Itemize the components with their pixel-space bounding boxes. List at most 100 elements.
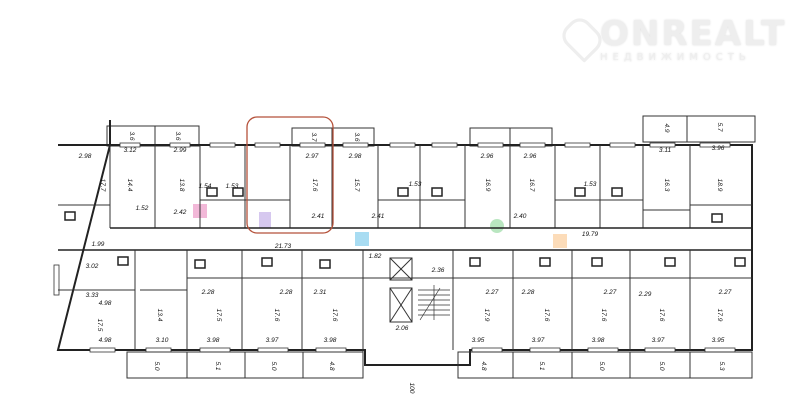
- dimension-label-bottom: 3.95: [712, 337, 725, 344]
- dimension-label-balconies: 3.7: [310, 132, 317, 141]
- dimension-label-bottom-areas: 17.9: [716, 309, 723, 322]
- top-balconies: [106, 115, 756, 147]
- dimension-label-bottom: 4.98: [99, 300, 112, 307]
- dimension-label-bottom: 2.27: [718, 289, 732, 296]
- sanitary-fixture: [734, 257, 746, 267]
- dimension-label-top: 3.96: [712, 145, 725, 152]
- dimension-label-corridor: 1.82: [369, 253, 382, 260]
- dimension-label-top-areas: 16.9: [484, 179, 491, 192]
- dimension-label-top: 2.97: [305, 153, 319, 160]
- dimension-label-bottom-areas: 17.6: [273, 309, 280, 322]
- dimension-label-balconies: 5.0: [598, 361, 605, 370]
- dimension-label-top: 2.96: [523, 153, 537, 160]
- dimension-label-corridor: 19.79: [582, 231, 599, 238]
- dimension-label-bottom: 2.29: [638, 291, 652, 298]
- dimension-label-top-areas: 16.3: [663, 179, 670, 192]
- dimension-label-bottom-areas: 17.6: [543, 309, 550, 322]
- dimension-label-top-areas: 17.6: [311, 179, 318, 192]
- dimension-label-top: 3.11: [659, 147, 672, 154]
- dimension-label-corridor: 21.73: [274, 243, 292, 250]
- dimension-label-balconies: 3.6: [128, 131, 135, 140]
- dimension-label-top-areas: 18.9: [716, 179, 723, 192]
- marker-blue: [355, 232, 369, 246]
- bottom-partitions: [58, 250, 752, 365]
- dimension-label-corridor: 2.41: [371, 213, 385, 220]
- dimension-label-bottom: 3.98: [592, 337, 605, 344]
- dimension-label-misc: 100: [408, 383, 415, 394]
- dimension-label-bottom: 2.28: [201, 289, 215, 296]
- selected-apartment-outline[interactable]: [246, 116, 334, 234]
- dimension-label-bottom: 2.36: [431, 267, 445, 274]
- dimension-label-balconies: 4.8: [480, 361, 487, 370]
- sanitary-fixture: [117, 256, 129, 266]
- dimension-label-top-areas: 13.8: [178, 179, 185, 192]
- dimension-label-top-areas: 14.4: [126, 179, 133, 192]
- dimension-label-bottom: 3.10: [156, 337, 169, 344]
- dimension-label-balconies: 5.1: [538, 361, 545, 370]
- color-markers: [193, 204, 567, 248]
- dimension-label-bottom: 2.06: [395, 325, 409, 332]
- marker-orange: [553, 234, 567, 248]
- top-partitions: [58, 145, 752, 228]
- dimension-label-bottom-areas: 13.4: [156, 309, 163, 322]
- dimension-label-corridor: 2.41: [311, 213, 325, 220]
- staircase: [418, 285, 450, 321]
- dimension-label-balconies: 3.6: [174, 131, 181, 140]
- dimension-label-top-areas: 17.7: [99, 179, 106, 192]
- dimension-label-bottom: 3.97: [532, 337, 545, 344]
- marker-green: [490, 219, 504, 233]
- dimension-label-corridor: 1.99: [92, 241, 105, 248]
- sanitary-fixture: [574, 187, 586, 197]
- sanitary-fixture: [664, 257, 676, 267]
- dimension-label-bottom-areas: 17.5: [215, 309, 222, 322]
- dimension-label-balconies: 5.7: [716, 122, 723, 131]
- dimension-label-bottom: 3.97: [652, 337, 665, 344]
- dimension-label-bottom: 3.95: [472, 337, 485, 344]
- dimension-label-top-areas: 16.7: [528, 179, 535, 192]
- dimension-label-bottom: 2.28: [521, 289, 535, 296]
- sanitary-fixture: [261, 257, 273, 267]
- sanitary-fixture: [232, 187, 244, 197]
- sanitary-fixture: [711, 213, 723, 223]
- dimension-label-top: 2.98: [348, 153, 362, 160]
- dimension-label-bottom-areas: 17.6: [331, 309, 338, 322]
- dimension-label-balconies: 5.0: [270, 361, 277, 370]
- dimension-label-bottom: 3.97: [266, 337, 279, 344]
- dimension-label-corridor: 1.53: [409, 181, 422, 188]
- windows: [53, 142, 736, 353]
- dimension-label-top: 3.12: [124, 147, 137, 154]
- dimension-label-bottom-areas: 17.9: [483, 309, 490, 322]
- dimension-label-bottom-areas: 17.5: [96, 319, 103, 332]
- dimension-label-bottom-areas: 17.6: [600, 309, 607, 322]
- dimension-label-bottom: 2.28: [279, 289, 293, 296]
- dimension-label-top: 2.99: [173, 147, 187, 154]
- dimension-label-bottom: 3.98: [324, 337, 337, 344]
- dimension-label-bottom: 2.31: [313, 289, 327, 296]
- sanitary-fixture: [469, 257, 481, 267]
- dimension-label-balconies: 5.1: [214, 361, 221, 370]
- dimension-label-balconies: 3.6: [353, 132, 360, 141]
- dimension-label-bottom: 3.33: [86, 292, 99, 299]
- dimension-label-balconies: 5.3: [718, 361, 725, 370]
- dimension-label-bottom-areas: 17.6: [658, 309, 665, 322]
- corridor-walls: [58, 227, 752, 251]
- sanitary-fixture: [64, 211, 76, 221]
- dimension-label-balconies: 5.0: [153, 361, 160, 370]
- dimension-label-top: 2.98: [78, 153, 92, 160]
- sanitary-fixture: [397, 187, 409, 197]
- bottom-balconies: [126, 351, 753, 379]
- watermark-subtitle: НЕДВИЖИМОСТЬ: [600, 52, 751, 63]
- stair-lift-core: [389, 257, 450, 323]
- dimension-label-corridor: 2.42: [173, 209, 187, 216]
- dimension-label-balconies: 4.9: [663, 123, 670, 132]
- bathroom-fixtures: [64, 187, 746, 269]
- dimension-label-corridor: 1.53: [226, 183, 239, 190]
- dimension-label-bottom: 4.98: [99, 337, 112, 344]
- sanitary-fixture: [539, 257, 551, 267]
- sanitary-fixture: [431, 187, 443, 197]
- sanitary-fixture: [611, 187, 623, 197]
- sanitary-fixture: [206, 187, 218, 197]
- dimension-label-bottom: 2.27: [485, 289, 499, 296]
